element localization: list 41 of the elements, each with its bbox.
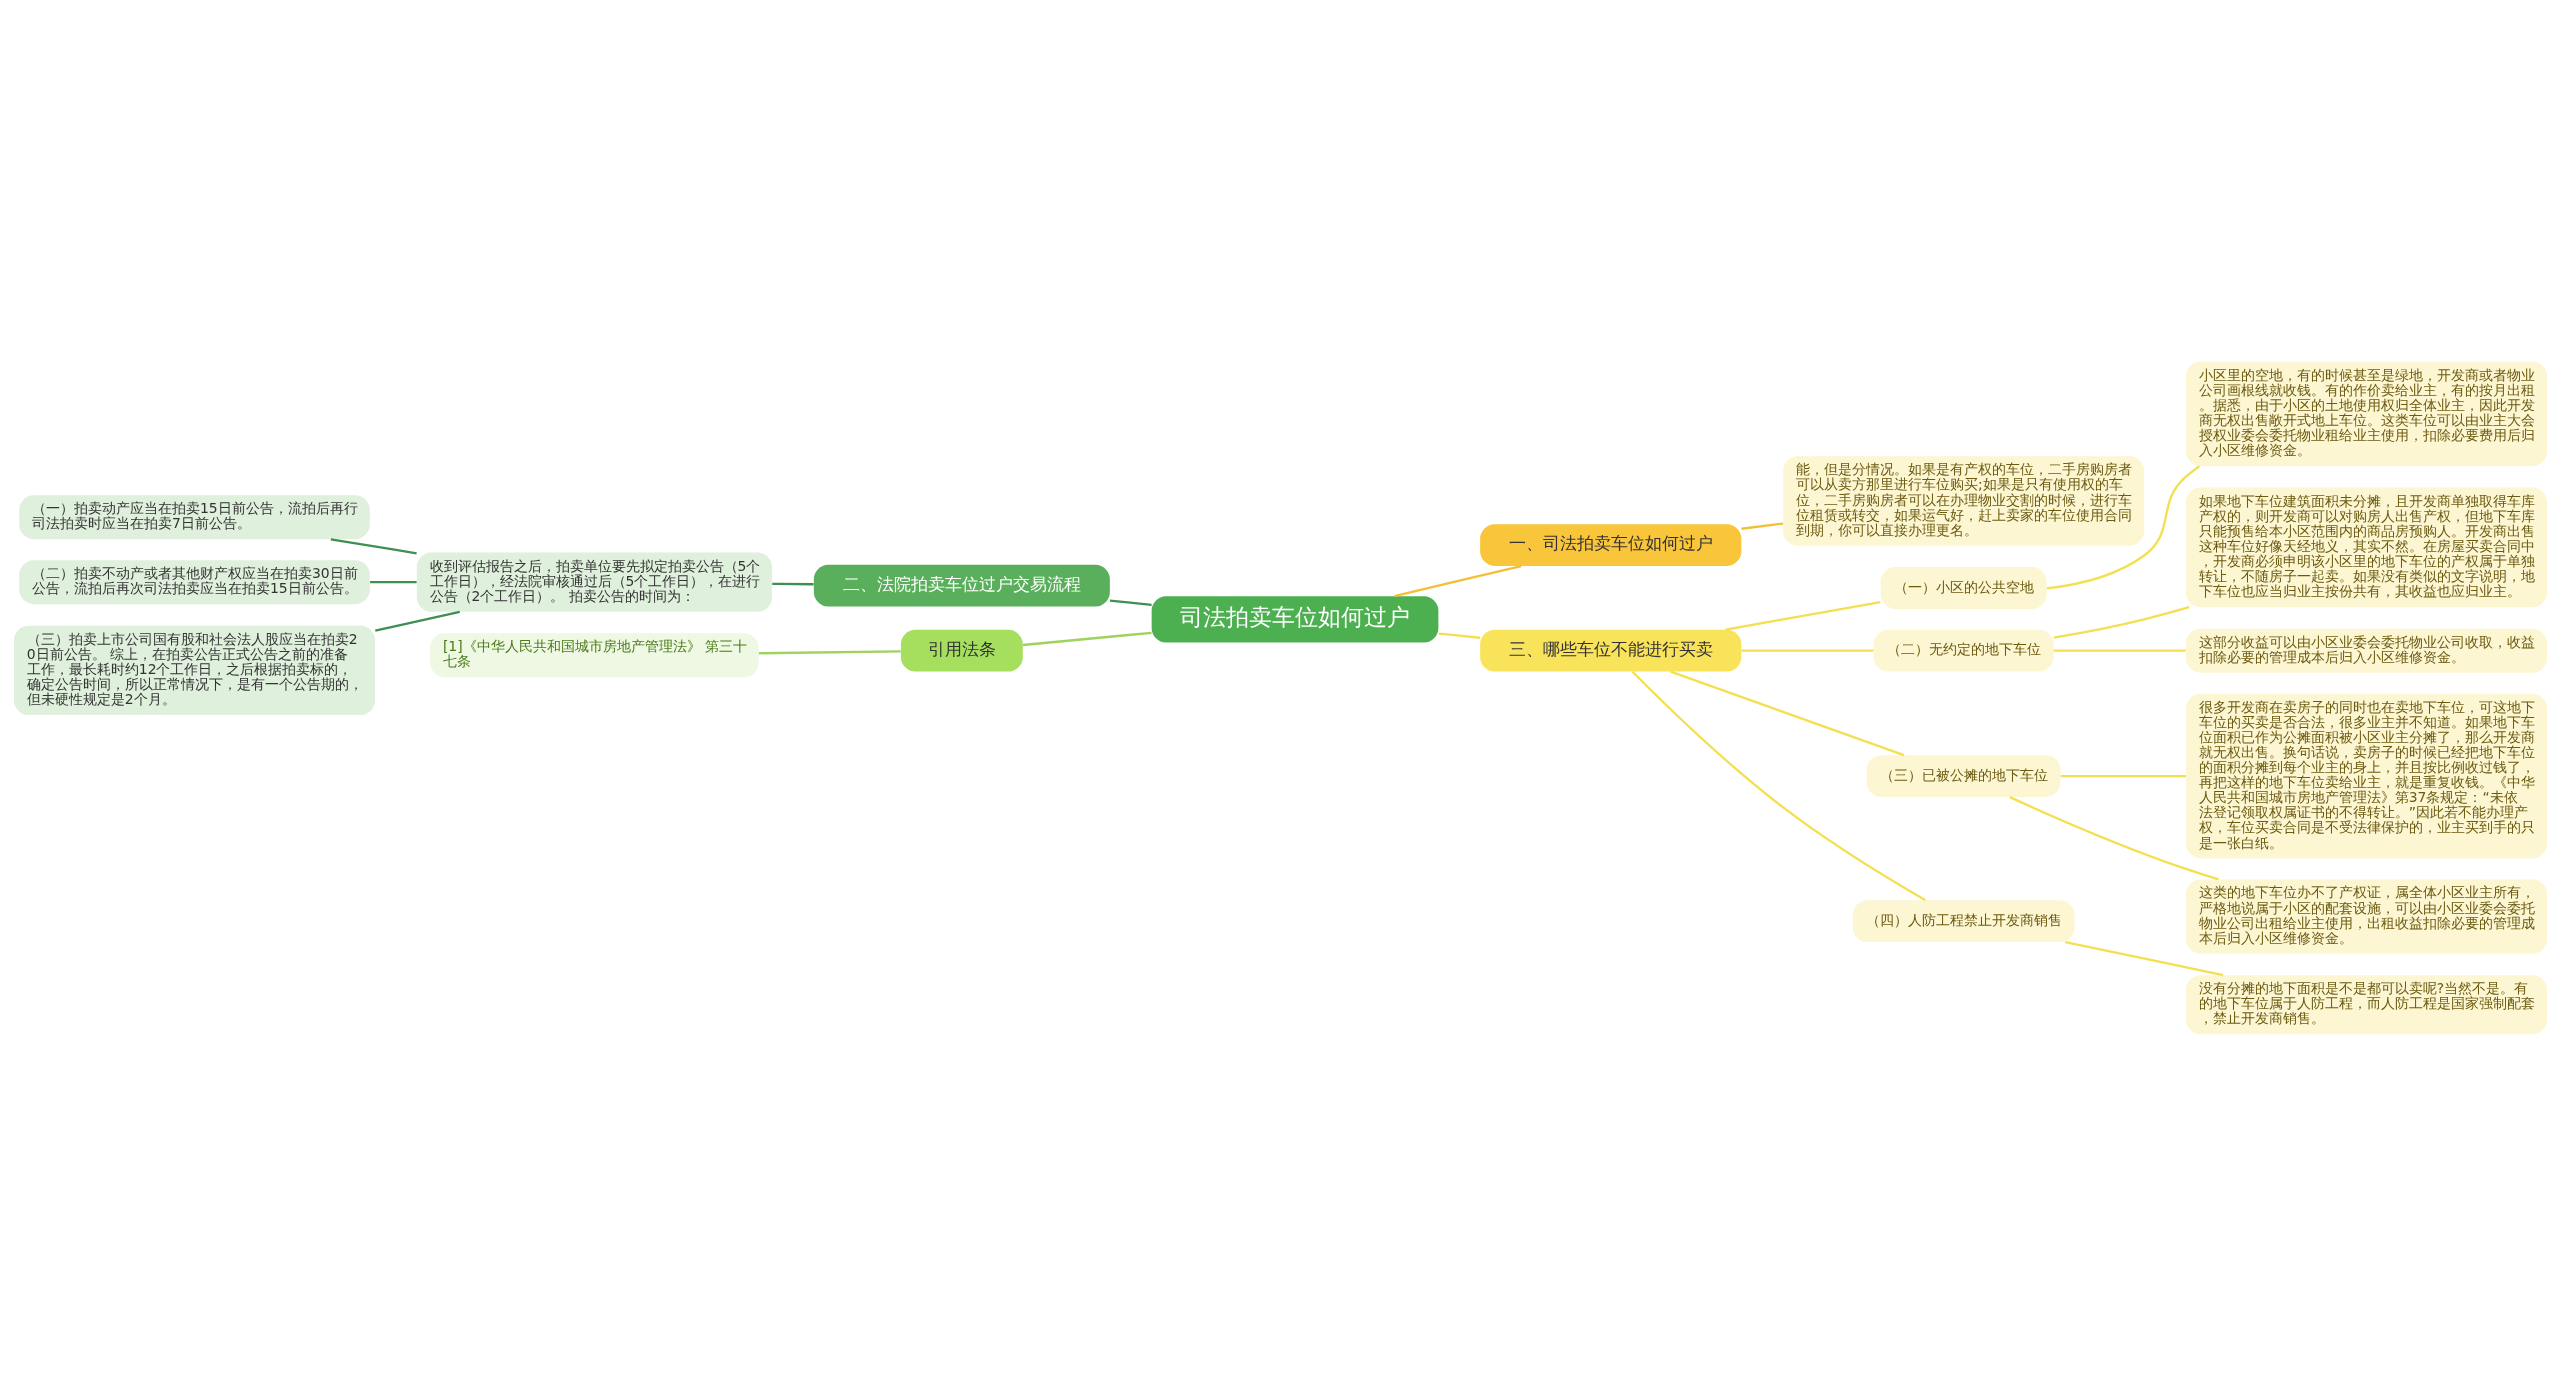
connector: [2064, 940, 2223, 976]
node-box: 收到评估报告之后，拍卖单位要先拟定拍卖公告（5个工作日），经法院审核通过后（5个工作日），在进行公告（2个工作日）。 拍卖公告的时间为：: [416, 552, 772, 612]
node-box: 如果地下车位建筑面积未分摊，且开发商单独取得车库产权的，则开发商可以对购房人出售产权，但地下车库只能预售给本小区范围内的商品房预购人。开发商出售这种车位好像天经地义，其实不然。在房屋买卖合同中，开发商必须申明该小区里的地下车位的产权属于单独转让，不随房子一起卖。如果没有类似的文字说明，地下车位也应当归业主按份共有，其收益也应归业主。: [2185, 487, 2547, 607]
connector: [1631, 670, 1926, 901]
node-box: （三）已被公摊的地下车位: [1866, 754, 2061, 797]
node-box: （三）拍卖上市公司国有股和社会法人股应当在拍卖20日前公告。 综上，在拍卖公告正式公告之前的准备工作，最长耗时约12个工作日，之后根据拍卖标的，确定公告时间，所以正常情况下，是有一个公告期的，但未硬性规定是2个月。: [13, 625, 375, 715]
node-box: 三、哪些车位不能进行买卖: [1479, 629, 1741, 672]
connector: [771, 582, 814, 585]
node-box: （四）人防工程禁止开发商销售: [1852, 899, 2074, 942]
node-box: 这部分收益可以由小区业委会委托物业公司收取，收益扣除必要的管理成本后归入小区维修资金。: [2185, 628, 2547, 673]
connector: [2008, 795, 2219, 880]
connector: [374, 610, 460, 632]
connector: [2060, 774, 2186, 777]
connector: [1109, 599, 1152, 606]
node-box: （一）小区的公共空地: [1880, 566, 2047, 609]
node-box: （一）拍卖动产应当在拍卖15日前公告，流拍后再行司法拍卖时应当在拍卖7日前公告。: [18, 494, 370, 539]
connector: [1669, 670, 1904, 756]
node-box: （二）拍卖不动产或者其他财产权应当在拍卖30日前公告，流拍后再次司法拍卖应当在拍卖15日前公告。: [18, 559, 370, 604]
node-box: 二、法院拍卖车位过户交易流程: [813, 564, 1110, 607]
connector: [369, 580, 417, 583]
node-box: [1]《中华人民共和国城市房地产管理法》 第三十七条: [429, 632, 759, 677]
connector: [758, 649, 901, 654]
connector: [1022, 631, 1152, 646]
node-box: 能，但是分情况。如果是有产权的车位，二手房购房者可以从卖方那里进行车位购买;如果是只有使用权的车位，二手房购房者可以在办理物业交割的时候，进行车位租赁或转交，如果运气好，赶上卖家的车位使用合同到期，你可以直接办理更名。: [1782, 455, 2144, 546]
node-box: 小区里的空地，有的时候甚至是绿地，开发商或者物业公司画根线就收钱。有的作价卖给业主，有的按月出租。据悉，由于小区的土地使用权归全体业主，因此开发商无权出售敞开式地上车位。这类车位可以由业主大会授权业委会委托物业租给业主使用，扣除必要费用后归入小区维修资金。: [2185, 361, 2547, 466]
connector: [2053, 649, 2186, 652]
node-box: 引用法条: [900, 629, 1023, 672]
node-box: 很多开发商在卖房子的同时也在卖地下车位，可这地下车位的买卖是否合法，很多业主并不知道。如果地下车位面积已作为公摊面积被小区业主分摊了，那么开发商就无权出售。换句话说，卖房子的时候已经把地下车位的面积分摊到每个业主的身上，并且按比例收过钱了，再把这样的地下车位卖给业主，就是重复收钱。《中华人民共和国城市房地产管理法》第37条规定：“未依法登记领取权属证书的不得转让。”因此若不能办理产权，车位买卖合同是不受法律保护的，业主买到手的只是一张白纸。: [2185, 693, 2547, 858]
connector: [2053, 605, 2189, 639]
connector: [1393, 564, 1521, 597]
node-box: （二）无约定的地下车位: [1873, 629, 2054, 672]
connector: [330, 537, 417, 554]
connector: [1724, 600, 1881, 631]
connector: [1740, 521, 1783, 530]
connector: [2046, 464, 2200, 589]
connector: [1740, 649, 1873, 652]
node-box: 一、司法拍卖车位如何过户: [1479, 523, 1741, 566]
node-box: 没有分摊的地下面积是不是都可以卖呢?当然不是。有的地下车位属于人防工程，而人防工程是国家强制配套，禁止开发商销售。: [2185, 974, 2547, 1034]
connector: [1438, 631, 1480, 639]
node-box: 这类的地下车位办不了产权证，属全体小区业主所有，严格地说属于小区的配套设施，可以由小区业委会委托物业公司出租给业主使用，出租收益扣除必要的管理成本后归入小区维修资金。: [2185, 878, 2547, 954]
node-box: 司法拍卖车位如何过户: [1151, 595, 1438, 643]
